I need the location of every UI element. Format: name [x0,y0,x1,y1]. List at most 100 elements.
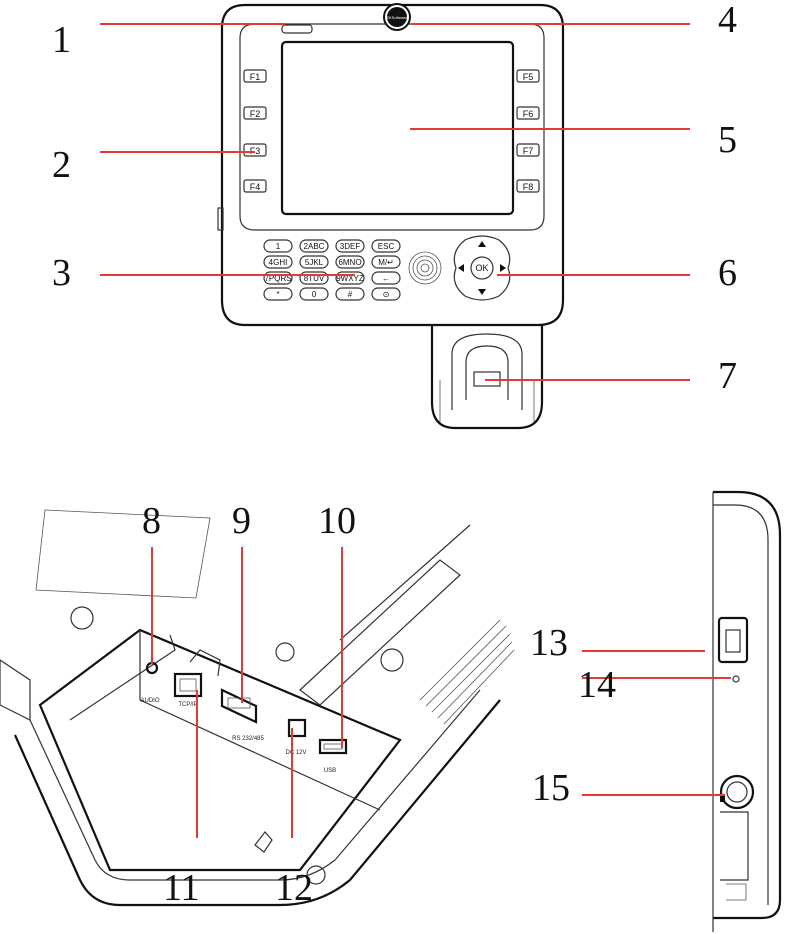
keypad-key[interactable] [371,255,401,269]
lock-hole [719,774,755,810]
keypad-key-label: 0 [312,290,317,299]
arrow-up-icon[interactable] [478,241,486,247]
keypad-key[interactable] [335,239,365,253]
keypad-key-label: ⊙ [383,290,390,299]
port-label-usb: USB [324,768,336,774]
keypad-key[interactable] [335,255,365,269]
ok-button-label: OK [475,263,488,273]
keypad-key[interactable] [299,239,329,253]
function-key-f6[interactable] [516,106,540,120]
rear-rail [339,524,471,641]
callout-number-7: 7 [718,355,737,397]
keypad-key[interactable] [263,271,293,285]
keypad-key-label: 2ABC [304,242,325,251]
keypad-key[interactable] [371,271,401,285]
function-key-label: F5 [523,72,534,82]
front-clip [254,831,273,853]
callout-leaders [100,23,731,838]
sensor-inner [465,345,509,400]
keypad-key-label: 5JKL [305,258,324,267]
keypad-key[interactable] [299,271,329,285]
bottom-shell-inner [29,689,481,881]
function-key-f3[interactable] [243,143,267,157]
keypad-key[interactable] [299,255,329,269]
callout-number-8: 8 [142,500,161,542]
callout-number-14: 14 [578,664,616,706]
callout-numbers: 1 2 3 4 5 6 7 8 9 10 11 12 13 14 15 [52,0,737,909]
function-key-f7[interactable] [516,143,540,157]
callout-number-6: 6 [718,252,737,294]
function-key-f4[interactable] [243,179,267,193]
keypad-key-label: 1 [276,242,281,251]
ok-button[interactable] [470,256,494,280]
cavity-rail [69,634,176,721]
screw-boss [275,642,295,662]
callout-number-1: 1 [52,19,71,61]
function-keys-right: F5 F6 F7 F8 [516,69,540,193]
keypad-key-label: # [348,290,353,299]
port-label-dc: DC 12V [285,750,306,756]
callout-number-4: 4 [718,0,737,41]
right-rail [299,559,461,706]
keypad-key[interactable] [263,255,293,269]
port-label-serial: RS 232/485 [232,736,264,742]
function-key-f8[interactable] [516,179,540,193]
navigation-pad-outline [453,235,511,301]
lock-hole-pin [720,796,725,802]
keypad-key-label: 9WXYZ [336,274,364,283]
port-label-tcp-ip: TCP/IP [178,702,197,708]
fingerprint-sensor [430,325,544,430]
screw-boss [380,648,404,672]
keypad-key-label: 7PQRS [264,274,291,283]
callout-number-2: 2 [52,144,71,186]
keypad-key-label: M/↵ [378,258,394,267]
sensor-housing [430,325,544,430]
keypad-key[interactable] [299,287,329,301]
keypad: 1 2ABC 3DEF ESC 4GHI 5JKL 6MNO M/↵ 7PQRS… [263,239,401,301]
arrow-left-icon[interactable] [458,264,464,272]
keypad-key-label: 8TUV [304,274,325,283]
left-clip [0,659,31,721]
screw-boss [70,606,94,630]
keypad-key[interactable] [263,287,293,301]
callout-number-5: 5 [718,119,737,161]
function-key-f1[interactable] [243,69,267,83]
side-view [712,490,782,932]
function-key-label: F4 [250,182,261,192]
function-key-label: F1 [250,72,261,82]
dc-power-port [287,718,307,738]
keypad-key[interactable] [263,239,293,253]
callout-number-15: 15 [532,767,570,809]
keypad-key-label: ← [382,274,390,283]
function-key-f5[interactable] [516,69,540,83]
callout-number-11: 11 [163,867,200,909]
reset-hole[interactable] [732,675,740,683]
callout-number-12: 12 [275,867,313,909]
function-keys-left: F1 F2 F3 F4 [243,69,267,193]
keypad-key-label: * [276,290,279,299]
lock-hole-inner [726,781,748,803]
function-key-label: F2 [250,109,261,119]
speaker-grille [408,251,442,285]
keypad-key[interactable] [335,271,365,285]
camera-lens [387,7,407,27]
arrow-down-icon[interactable] [478,289,486,295]
label-plate [35,509,211,599]
callout-number-10: 10 [318,500,356,542]
keypad-key-label: 3DEF [340,242,361,251]
latch-tab [189,649,221,677]
callout-number-3: 3 [52,252,71,294]
tamper-switch-housing [717,616,749,664]
side-profile-outer [713,490,782,920]
keypad-key[interactable] [335,287,365,301]
function-key-f2[interactable] [243,106,267,120]
port-cavity [38,628,402,872]
keypad-key[interactable] [371,239,401,253]
keypad-key-label: 6MNO [338,258,361,267]
arrow-right-icon[interactable] [500,264,506,272]
keypad-key[interactable] [371,287,401,301]
serial-port [220,688,258,724]
function-key-label: F8 [523,182,534,192]
tamper-switch[interactable] [725,629,741,653]
